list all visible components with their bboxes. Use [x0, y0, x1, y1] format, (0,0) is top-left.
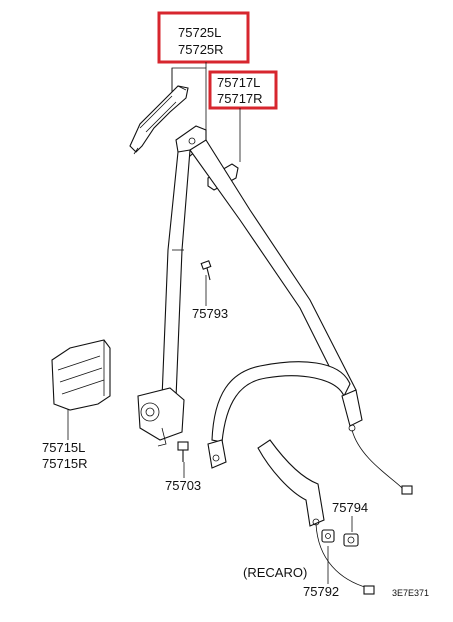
label-75725r[interactable]: 75725R	[178, 42, 224, 57]
nut-75794	[343, 533, 359, 547]
highlight-box-75717	[208, 70, 278, 110]
label-75793[interactable]: 75793	[192, 306, 228, 321]
label-75715l[interactable]: 75715L	[42, 440, 85, 455]
label-75703[interactable]: 75703	[165, 478, 201, 493]
buckle-upper	[341, 389, 413, 495]
bolt-75703	[177, 441, 189, 462]
upper-anchor-cover	[129, 85, 189, 155]
label-75794[interactable]: 75794	[332, 500, 368, 515]
label-75717r[interactable]: 75717R	[217, 91, 263, 106]
nut-75792	[321, 529, 335, 543]
retractor-cover-75715	[51, 339, 111, 411]
label-75792[interactable]: 75792	[303, 584, 339, 599]
bolt-75793	[200, 260, 212, 281]
label-recaro: (RECARO)	[243, 565, 307, 580]
diagram-code: 3E7E371	[392, 588, 429, 598]
buckle-lower	[257, 439, 375, 595]
belt-webbing	[161, 139, 357, 443]
lower-anchor	[207, 439, 227, 469]
retractor	[137, 387, 185, 447]
leader-lines	[67, 62, 353, 584]
label-75715r[interactable]: 75715R	[42, 456, 88, 471]
label-75725l[interactable]: 75725L	[178, 25, 221, 40]
label-75717l[interactable]: 75717L	[217, 75, 260, 90]
highlight-box-75725	[157, 11, 250, 64]
